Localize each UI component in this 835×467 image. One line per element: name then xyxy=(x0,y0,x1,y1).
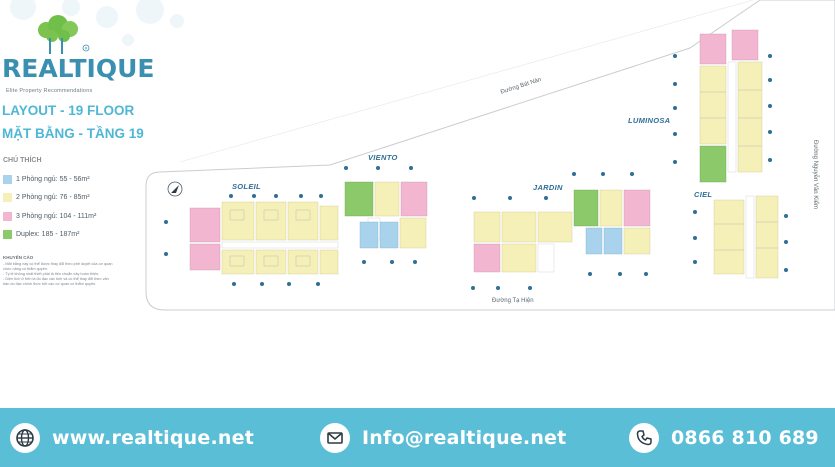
disclaimer-title: KHUYẾN CÁO xyxy=(3,255,34,260)
disclaimer-line: - Tỷ lệ không nhất thiết phải là tiêu ch… xyxy=(3,272,100,276)
website-link[interactable]: www.realtique.net xyxy=(52,426,254,449)
legend-swatch xyxy=(3,211,12,221)
phone-link[interactable]: 0866 810 689 xyxy=(671,426,819,449)
legend: 1 Phòng ngủ: 55 - 56m² 2 Phòng ngủ: 76 -… xyxy=(3,171,96,245)
decor-bubble xyxy=(136,0,164,24)
road-line-north xyxy=(179,0,755,163)
unit-markers xyxy=(164,54,788,290)
building-label-jardin: JARDIN xyxy=(533,183,563,192)
tower-soleil xyxy=(189,201,339,275)
tree-logo-icon: R xyxy=(38,15,90,54)
plan-title-suffix: - TẦNG 19 xyxy=(78,126,144,141)
legend-item: 3 Phòng ngủ: 104 - 111m² xyxy=(3,208,96,224)
disclaimer-line: - Mặt bằng này có thể được thay đổi theo… xyxy=(3,262,113,271)
building-label-soleil: SOLEIL xyxy=(232,182,261,191)
legend-label: 2 Phòng ngủ: 76 - 85m² xyxy=(16,194,90,201)
tower-luminosa xyxy=(699,29,763,183)
svg-text:R: R xyxy=(85,46,88,51)
site-plan xyxy=(145,0,835,311)
decor-bubble xyxy=(10,0,36,20)
disclaimer-line: - Diện tích ở trên là đo đạc các tính và… xyxy=(3,277,109,286)
brand-logo: R REALTIQUE Elite Property Recommendatio… xyxy=(2,14,154,94)
brand-tagline: Elite Property Recommendations xyxy=(6,88,93,94)
footer-website[interactable]: www.realtique.net xyxy=(10,408,254,467)
decor-bubble xyxy=(96,6,118,28)
site-boundary xyxy=(145,0,835,311)
compass-icon xyxy=(167,181,183,197)
legend-item: Duplex: 185 - 187m² xyxy=(3,227,96,243)
legend-label: 1 Phòng ngủ: 55 - 56m² xyxy=(16,175,90,183)
tower-jardin xyxy=(473,189,651,273)
legend-swatch xyxy=(3,174,12,184)
decor-bubble xyxy=(170,14,184,28)
disclaimer-text: - Mặt bằng này có thể được thay đổi theo… xyxy=(3,262,113,287)
plan-title: MẶT BẰNG - TẦNG 19 xyxy=(2,126,144,141)
street-label-south: Đường Tạ Hiện xyxy=(492,298,534,304)
globe-icon xyxy=(10,422,40,453)
layout-title-prefix: LAYOUT xyxy=(2,103,57,118)
mail-icon xyxy=(320,422,350,453)
street-label-east: Đường Nguyễn Văn Kiểm xyxy=(812,140,818,209)
legend-swatch xyxy=(3,230,12,239)
brand-name: REALTIQUE xyxy=(2,54,155,83)
layout-title: LAYOUT - 19 FLOOR xyxy=(2,103,134,118)
footer-email[interactable]: Info@realtique.net xyxy=(320,408,566,467)
legend-label: 3 Phòng ngủ: 104 - 111m² xyxy=(16,212,97,220)
decor-bubble xyxy=(122,34,134,46)
legend-item: 1 Phòng ngủ: 55 - 56m² xyxy=(3,171,96,187)
building-label-viento: VIENTO xyxy=(368,153,398,162)
decor-bubble xyxy=(62,0,80,16)
building-label-luminosa: LUMINOSA xyxy=(628,116,671,125)
tower-ciel xyxy=(713,195,779,279)
legend-title: CHÚ THÍCH xyxy=(3,157,42,164)
footer-phone[interactable]: 0866 810 689 xyxy=(629,408,819,467)
email-link[interactable]: Info@realtique.net xyxy=(362,426,567,449)
plan-title-prefix: MẶT BẰNG xyxy=(2,126,75,141)
contact-footer: www.realtique.net Info@realtique.net 086… xyxy=(0,408,835,467)
tower-viento xyxy=(344,181,428,249)
floor-plan-canvas: R REALTIQUE Elite Property Recommendatio… xyxy=(2,0,835,311)
building-label-ciel: CIEL xyxy=(694,190,713,199)
legend-label: Duplex: 185 - 187m² xyxy=(16,231,80,238)
layout-title-suffix: - 19 FLOOR xyxy=(60,103,135,118)
legend-item: 2 Phòng ngủ: 76 - 85m² xyxy=(3,190,96,206)
legend-swatch xyxy=(3,193,12,202)
phone-icon xyxy=(629,422,659,453)
